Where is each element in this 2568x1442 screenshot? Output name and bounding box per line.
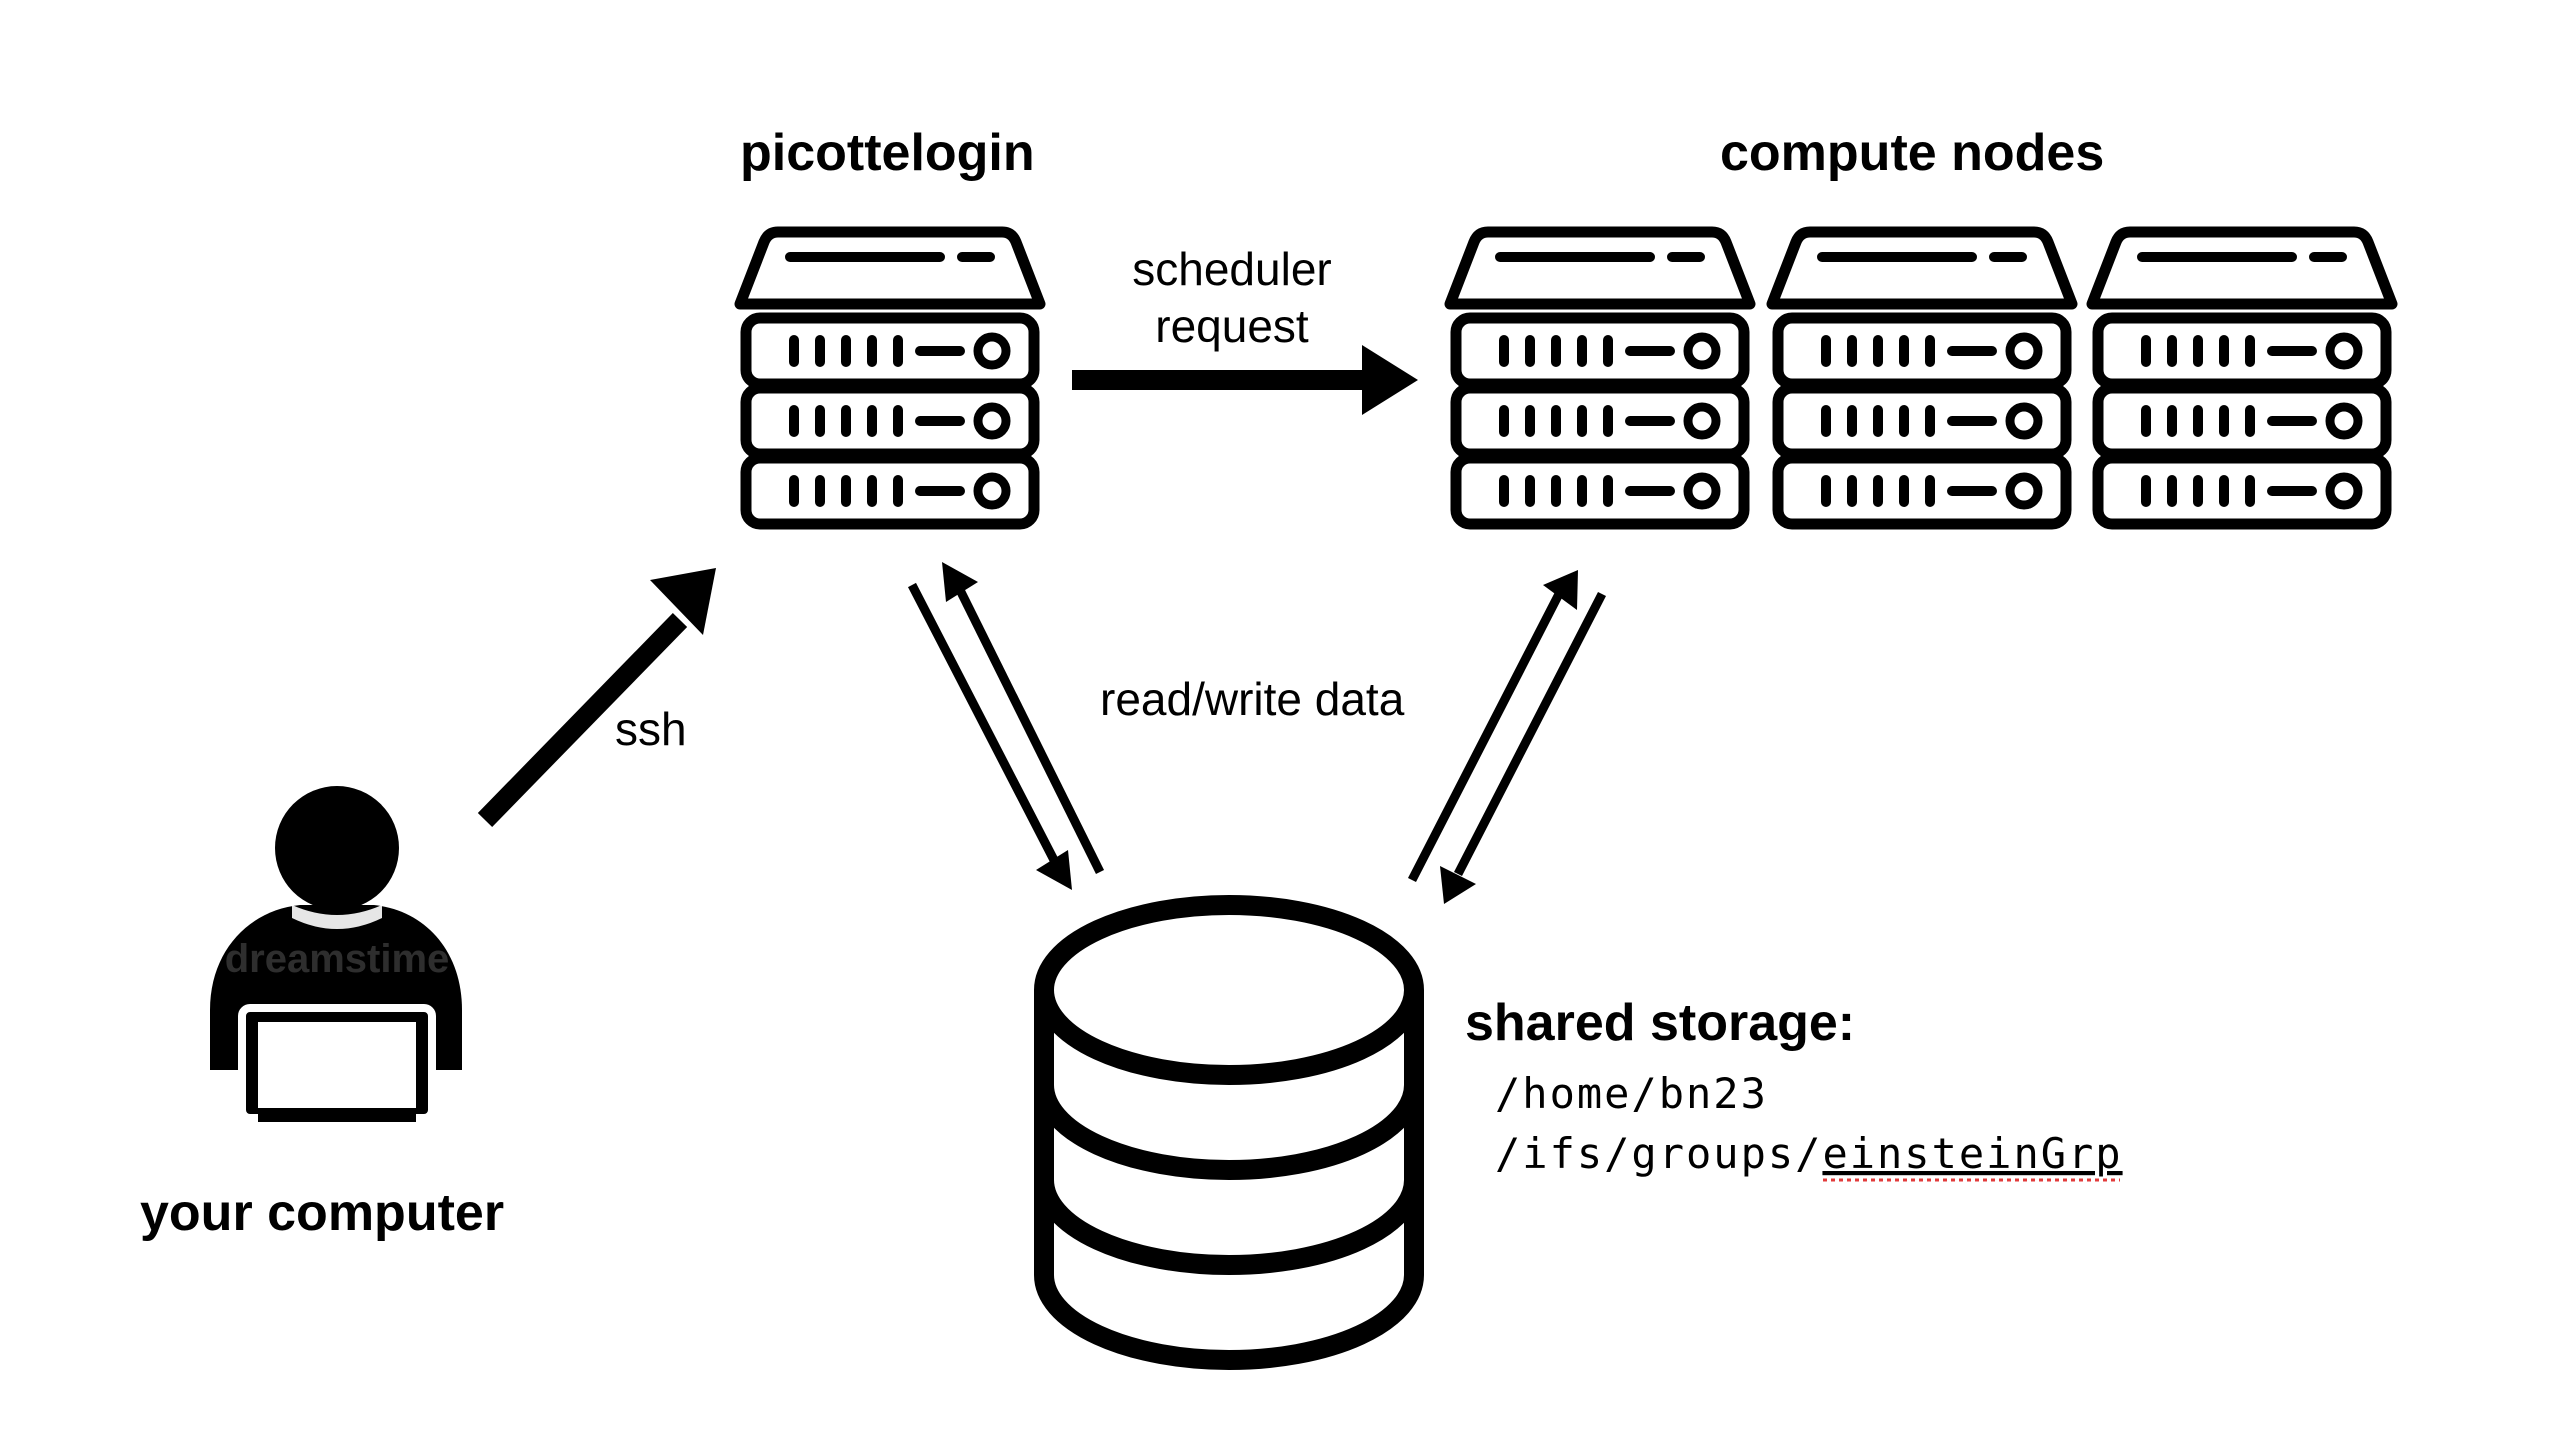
scheduler-label: scheduler [1132, 243, 1331, 295]
storage-path-home: /home/bn23 [1495, 1069, 1768, 1118]
compute-title: compute nodes [1720, 124, 2104, 182]
login-storage-arrows [908, 562, 1105, 890]
watermark-text: dreamstime [225, 937, 450, 981]
compute-node-icon [1772, 232, 2072, 524]
storage-path-group: /ifs/groups/einsteinGrp [1495, 1129, 2123, 1178]
storage-title: shared storage: [1465, 994, 1855, 1052]
user-laptop-icon: dreamstime [210, 786, 462, 1122]
login-server-icon [740, 232, 1040, 524]
ssh-label: ssh [615, 703, 687, 755]
scheduler-arrow [1072, 345, 1418, 415]
your-computer-label: your computer [140, 1184, 504, 1242]
ssh-arrow [477, 568, 716, 827]
compute-storage-arrows [1407, 570, 1607, 904]
compute-node-icon [2092, 232, 2392, 524]
storage-path-prefix: /ifs/groups/ [1495, 1129, 1822, 1178]
storage-path-group-name: einsteinGrp [1822, 1129, 2122, 1178]
scheduler-label-line2: request [1155, 300, 1309, 352]
database-cylinder-icon [1034, 895, 1424, 1370]
readwrite-label: read/write data [1100, 673, 1405, 725]
compute-node-icon [1450, 232, 1750, 524]
login-title: picottelogin [740, 124, 1035, 182]
